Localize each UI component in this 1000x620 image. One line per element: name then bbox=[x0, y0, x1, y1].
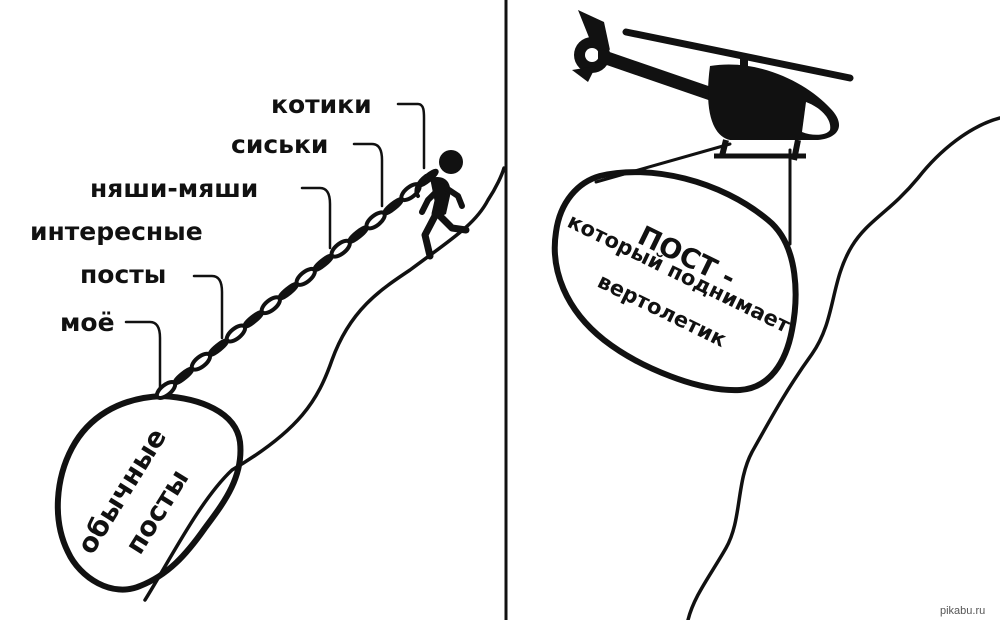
mountain-slope-right bbox=[686, 116, 1000, 620]
chain-link bbox=[207, 338, 230, 357]
label-posty: посты bbox=[80, 260, 166, 289]
helicopter bbox=[572, 10, 854, 161]
chain-link bbox=[172, 366, 195, 386]
label-kotiki: котики bbox=[271, 90, 372, 119]
label-nyashi-myashi: няши-мяши bbox=[90, 174, 258, 203]
boulder-ordinary-posts bbox=[54, 393, 244, 593]
chain-link bbox=[242, 310, 264, 329]
label-siski: сиськи bbox=[231, 130, 328, 159]
climber-figure bbox=[414, 150, 470, 260]
mountain-slope bbox=[143, 166, 506, 602]
label-leaders bbox=[124, 102, 426, 390]
left-panel: обычные посты котики сиськи няши-мяши ин bbox=[30, 90, 506, 602]
label-moe: моё bbox=[60, 308, 115, 337]
watermark: pikabu.ru bbox=[940, 605, 985, 617]
boulder-post bbox=[551, 169, 799, 394]
cables bbox=[594, 142, 792, 246]
chain-link bbox=[347, 225, 369, 244]
chain bbox=[154, 168, 439, 400]
chain-link bbox=[277, 281, 299, 301]
chain-link bbox=[382, 197, 404, 216]
label-interesnye: интересные bbox=[30, 217, 203, 246]
right-panel: ПОСТ - который поднимает вертолетик bbox=[551, 10, 1000, 620]
chain-link bbox=[312, 253, 334, 272]
